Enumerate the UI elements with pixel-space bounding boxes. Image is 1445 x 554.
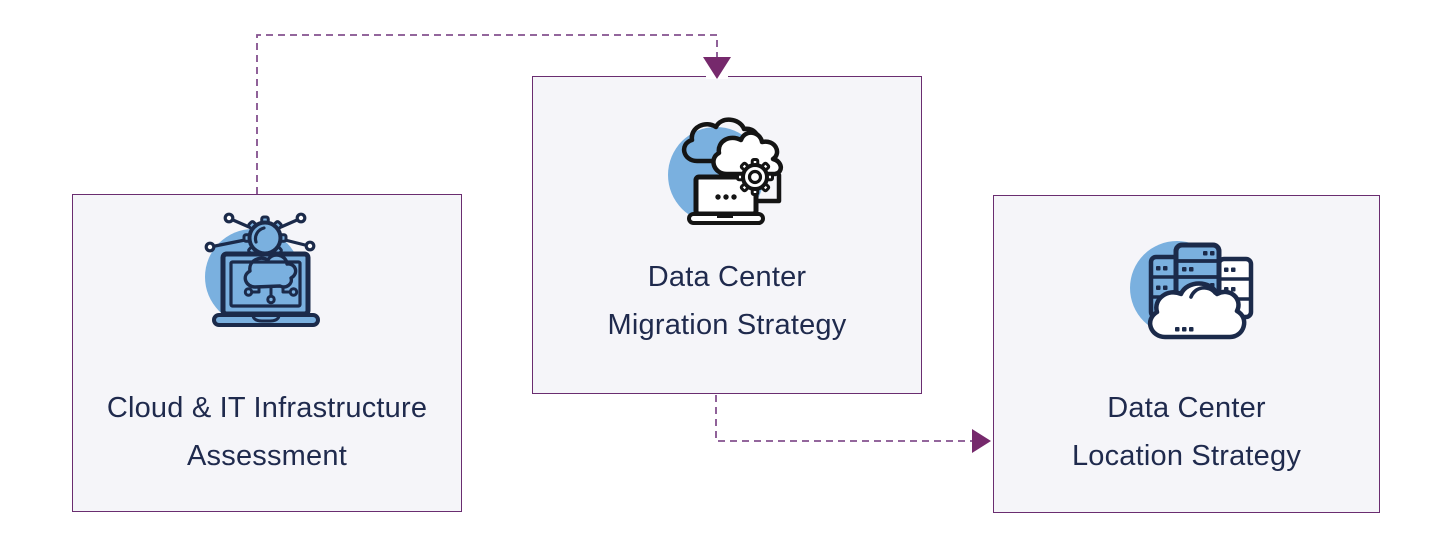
node-label: Data Center Location Strategy — [994, 384, 1379, 480]
node-label-line1: Data Center — [1107, 392, 1266, 424]
node-label: Cloud & IT Infrastructure Assessment — [73, 384, 461, 480]
laptop-ai-cloud-gear-icon — [204, 212, 320, 327]
node-cloud-it-assessment: Cloud & IT Infrastructure Assessment — [72, 194, 462, 512]
node-label-line1: Data Center — [647, 261, 807, 293]
node-data-center-migration: Data Center Migration Strategy — [532, 76, 922, 394]
connector-migration-to-location — [715, 395, 972, 442]
node-label-line2: Migration Strategy — [607, 309, 847, 341]
clouds-laptop-gear-icon — [668, 117, 783, 225]
node-data-center-location: Data Center Location Strategy — [993, 195, 1380, 513]
node-label-line2: Assessment — [187, 440, 347, 472]
node-label: Data Center Migration Strategy — [533, 253, 921, 349]
server-racks-cloud-icon — [1130, 241, 1254, 340]
node-label-line2: Location Strategy — [1071, 440, 1302, 472]
node-label-line1: Cloud & IT Infrastructure — [106, 392, 428, 424]
arrowhead-right-icon — [972, 429, 991, 453]
